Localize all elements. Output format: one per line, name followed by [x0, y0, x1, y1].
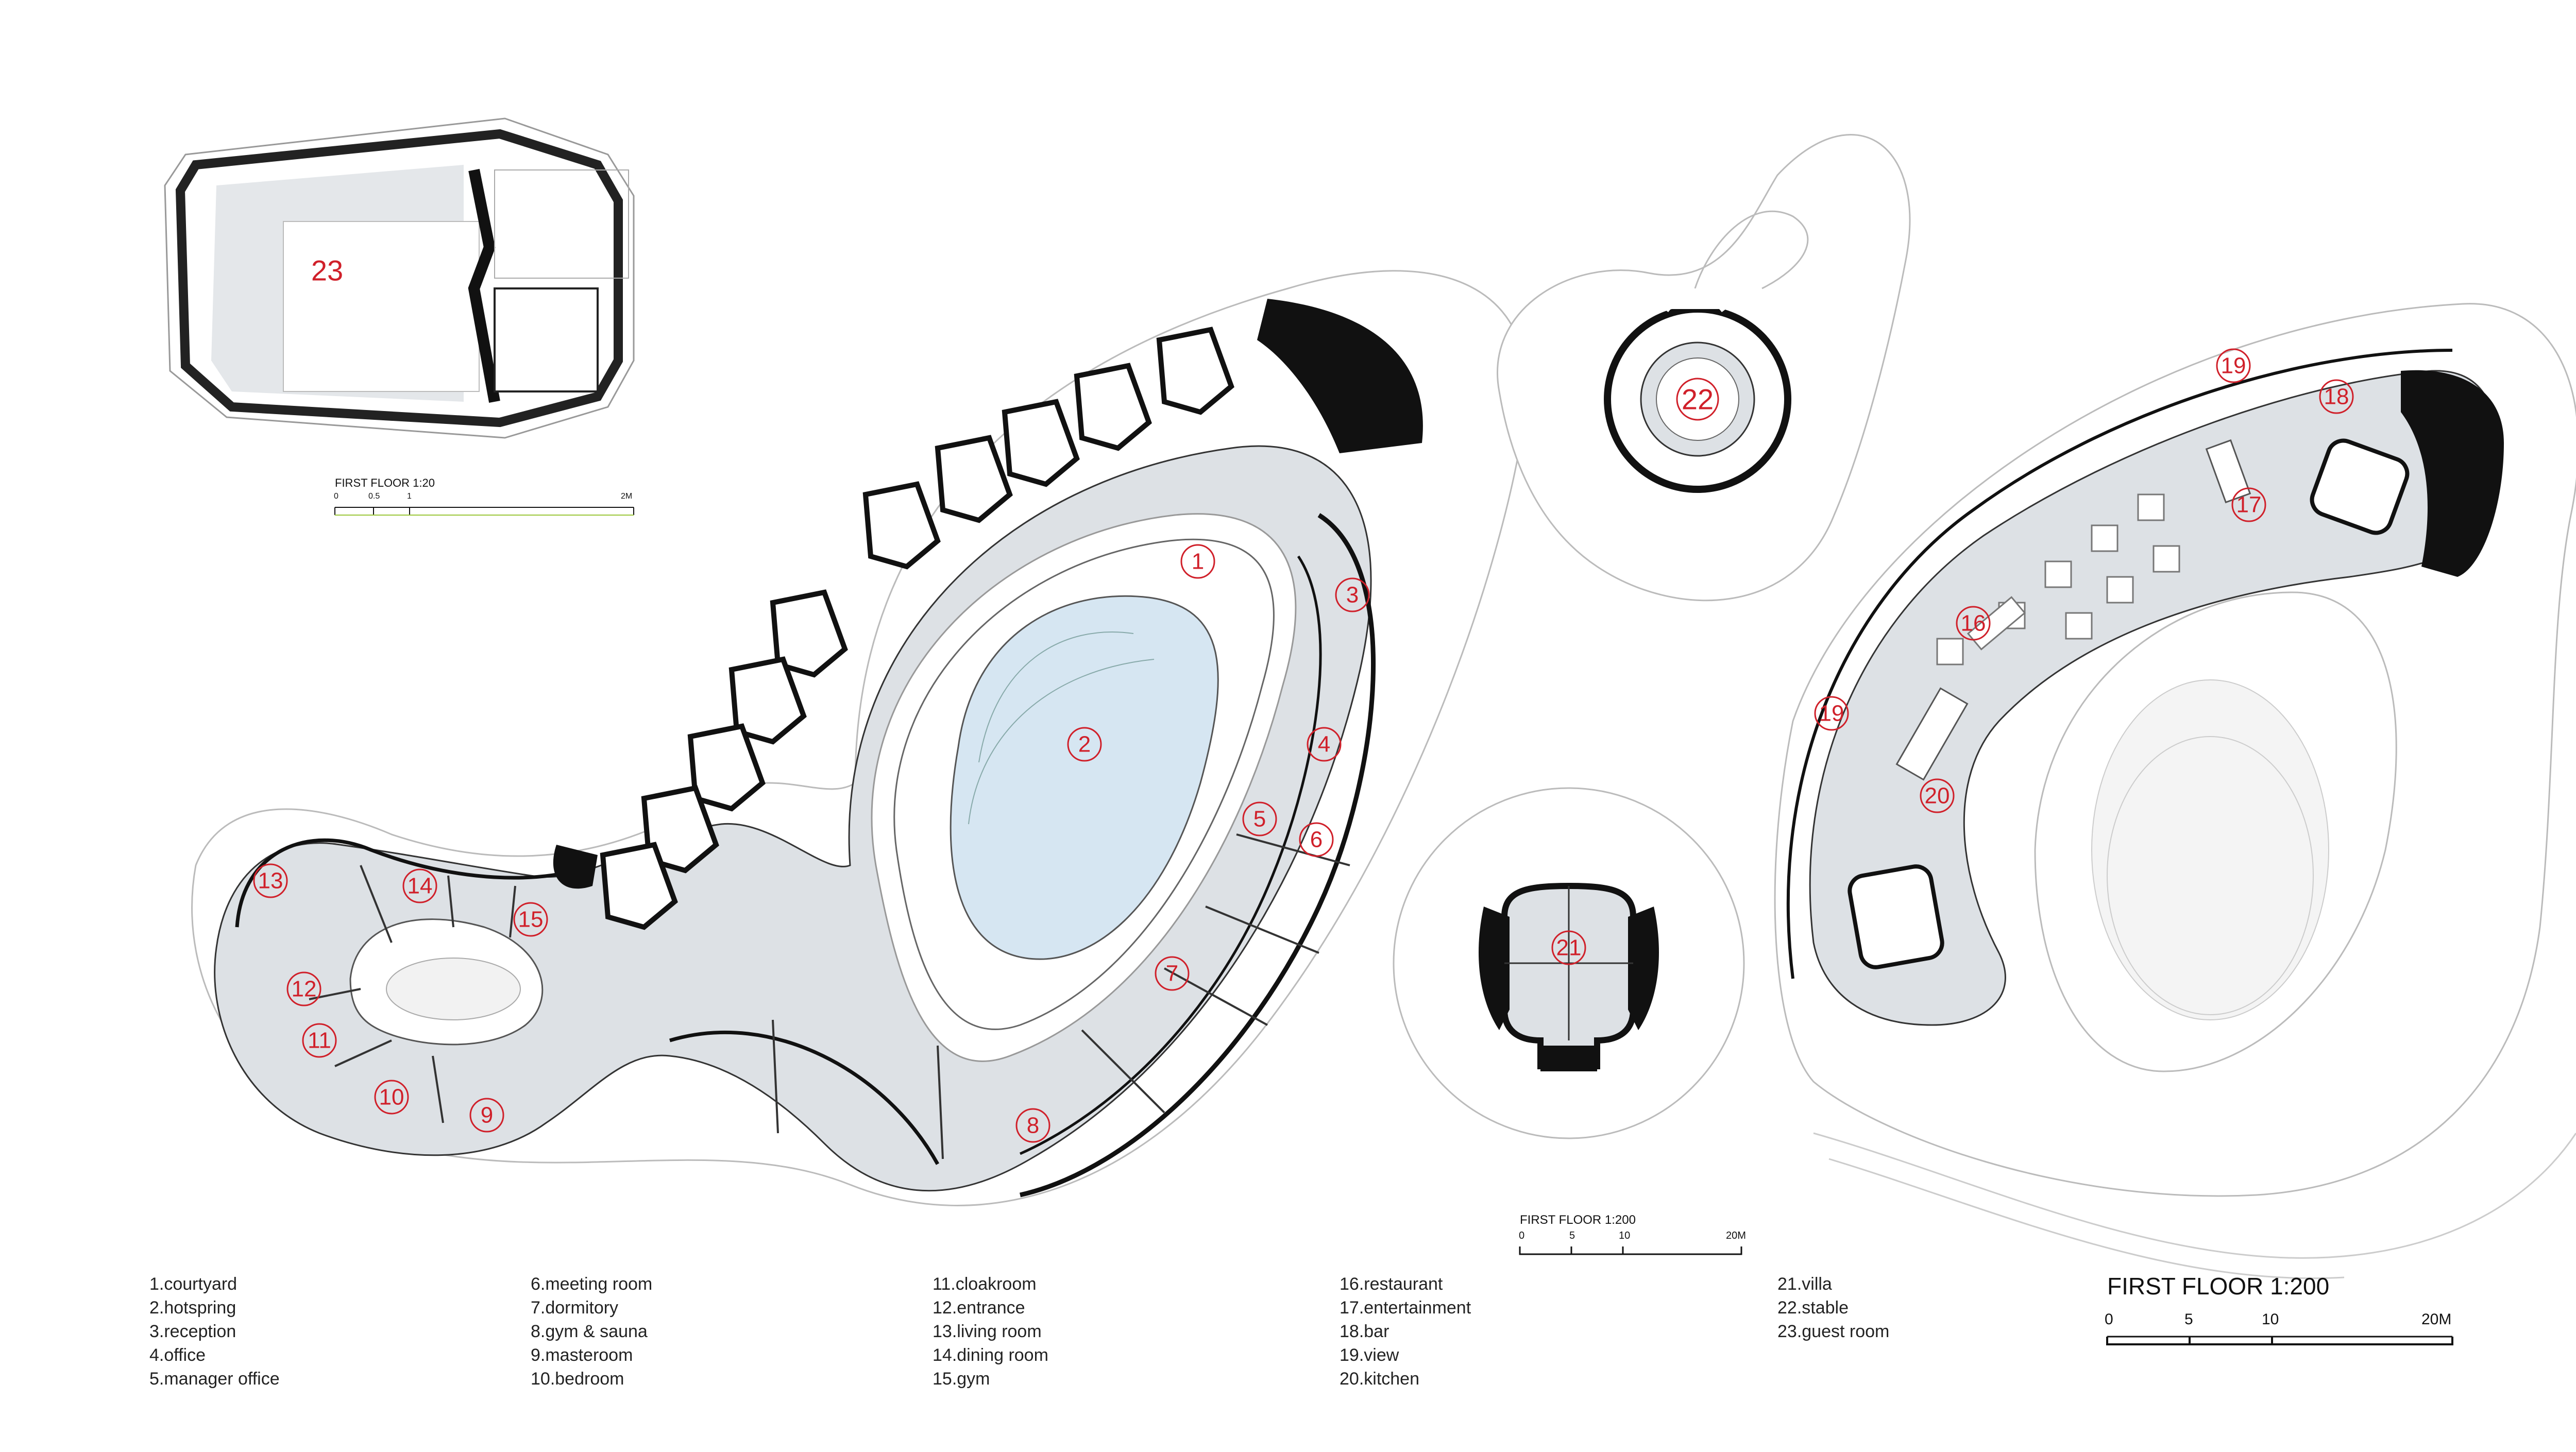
- legend-item: 4.office: [149, 1345, 206, 1365]
- scale-tick-main-3: 20M: [2421, 1311, 2452, 1328]
- legend-item: 16.restaurant: [1340, 1274, 1443, 1294]
- scale-bar-mid: [1519, 1246, 1742, 1255]
- legend-column-1: 1.courtyard 2.hotspring 3.reception 4.of…: [149, 1272, 280, 1391]
- room-label-22: 22: [1682, 383, 1714, 416]
- main-building-plan: [191, 270, 1528, 1206]
- room-label-2: 2: [1078, 732, 1091, 757]
- room-label-19-left: 19: [1819, 701, 1844, 726]
- room-label-7: 7: [1166, 961, 1178, 986]
- room-label-1: 1: [1192, 549, 1204, 574]
- legend-item: 22.stable: [1777, 1298, 1849, 1318]
- room-label-9: 9: [481, 1103, 493, 1128]
- legend-item: 1.courtyard: [149, 1274, 238, 1294]
- legend-item: 9.masteroom: [531, 1345, 633, 1365]
- scale-bar-guest: [334, 507, 634, 516]
- legend-item: 21.villa: [1777, 1274, 1832, 1294]
- room-label-11: 11: [308, 1028, 331, 1053]
- room-label-10: 10: [379, 1085, 404, 1110]
- room-label-19-top: 19: [2221, 353, 2246, 379]
- room-label-4: 4: [1318, 732, 1330, 757]
- scale-tick-guest-0: 0: [334, 492, 338, 501]
- legend-item: 14.dining room: [933, 1345, 1048, 1365]
- legend-item: 15.gym: [933, 1369, 990, 1389]
- guest-room-plan: [164, 117, 635, 439]
- legend-item: 23.guest room: [1777, 1322, 1890, 1341]
- legend-item: 17.entertainment: [1340, 1298, 1471, 1318]
- scale-tick-mid-0: 0: [1519, 1230, 1525, 1241]
- room-label-21: 21: [1556, 935, 1582, 961]
- room-label-6: 6: [1310, 827, 1323, 852]
- legend-item: 6.meeting room: [531, 1274, 653, 1294]
- legend-item: 10.bedroom: [531, 1369, 624, 1389]
- scale-title-mid: FIRST FLOOR 1:200: [1520, 1213, 1636, 1227]
- villa-plan: [1393, 787, 1745, 1139]
- scale-tick-guest-1: 0.5: [368, 492, 380, 501]
- scale-tick-guest-2: 1: [407, 492, 412, 501]
- legend-column-5: 21.villa 22.stable 23.guest room: [1777, 1272, 1889, 1343]
- scale-title-main: FIRST FLOOR 1:200: [2107, 1273, 2330, 1300]
- room-label-5: 5: [1253, 807, 1266, 832]
- scale-tick-mid-1: 5: [1569, 1230, 1575, 1241]
- room-label-13: 13: [258, 868, 283, 894]
- room-label-17: 17: [2236, 492, 2262, 518]
- scale-tick-mid-2: 10: [1619, 1230, 1631, 1241]
- legend-item: 5.manager office: [149, 1369, 280, 1389]
- room-label-14: 14: [408, 874, 433, 899]
- scale-tick-main-0: 0: [2105, 1311, 2113, 1328]
- room-label-3: 3: [1346, 583, 1359, 608]
- legend-item: 12.entrance: [933, 1298, 1025, 1318]
- scale-title-guest: FIRST FLOOR 1:20: [335, 476, 435, 489]
- room-label-18: 18: [2324, 384, 2349, 409]
- scale-bar-main: [2106, 1336, 2453, 1345]
- legend-item: 13.living room: [933, 1322, 1042, 1341]
- scale-tick-guest-3: 2M: [621, 492, 633, 501]
- legend-item: 18.bar: [1340, 1322, 1389, 1341]
- legend-item: 20.kitchen: [1340, 1369, 1419, 1389]
- legend-item: 11.cloakroom: [933, 1274, 1037, 1294]
- scale-tick-main-2: 10: [2262, 1311, 2279, 1328]
- legend-item: 3.reception: [149, 1322, 236, 1341]
- room-label-20: 20: [1925, 783, 1950, 809]
- room-label-23: 23: [311, 254, 343, 287]
- room-label-16: 16: [1961, 611, 1986, 636]
- legend-column-3: 11.cloakroom 12.entrance 13.living room …: [933, 1272, 1048, 1391]
- legend-item: 2.hotspring: [149, 1298, 236, 1318]
- scale-tick-mid-3: 20M: [1726, 1230, 1746, 1241]
- stable-plan: [1497, 134, 1911, 602]
- scale-tick-main-1: 5: [2184, 1311, 2193, 1328]
- dormitory-pods: [600, 327, 1234, 930]
- legend-column-4: 16.restaurant 17.entertainment 18.bar 19…: [1340, 1272, 1471, 1391]
- legend-item: 7.dormitory: [531, 1298, 619, 1318]
- room-label-8: 8: [1027, 1113, 1039, 1138]
- legend-column-2: 6.meeting room 7.dormitory 8.gym & sauna…: [531, 1272, 652, 1391]
- legend-item: 19.view: [1340, 1345, 1399, 1365]
- room-label-15: 15: [518, 907, 544, 932]
- restaurant-plan: [1774, 303, 2576, 1279]
- room-label-12: 12: [292, 977, 317, 1002]
- legend-item: 8.gym & sauna: [531, 1322, 648, 1341]
